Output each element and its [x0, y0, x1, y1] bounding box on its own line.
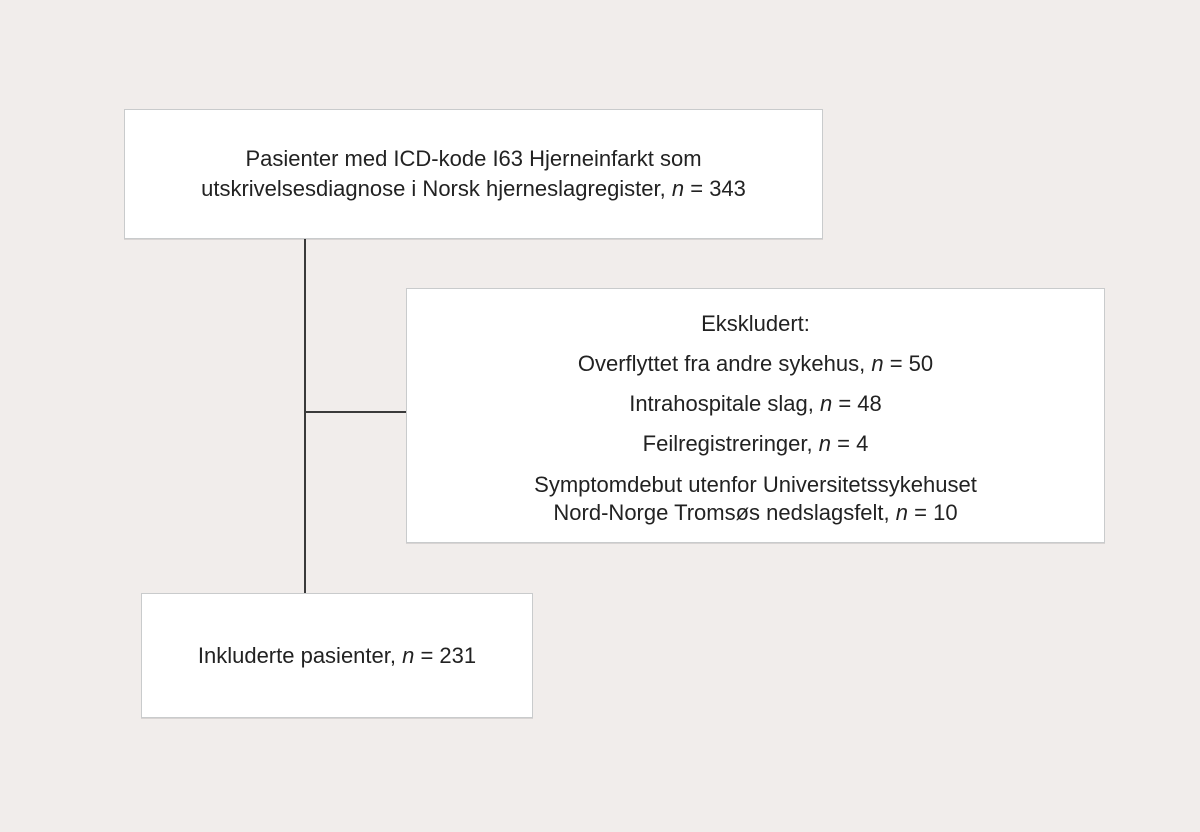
- n-symbol: n: [871, 351, 884, 376]
- n-count: = 50: [883, 351, 934, 376]
- n-symbol: n: [818, 431, 831, 456]
- excluded-item-intrahospital: Intrahospitale slag, n = 48: [407, 389, 1104, 419]
- excluded-item-misregistrations: Feilregistreringer, n = 4: [407, 429, 1104, 459]
- excluded-item-line1: Symptomdebut utenfor Universitetssykehus…: [534, 472, 977, 497]
- n-count: = 231: [414, 642, 477, 668]
- excluded-item-text: Nord-Norge Tromsøs nedslagsfelt,: [553, 500, 896, 525]
- excluded-heading: Ekskludert:: [701, 311, 810, 336]
- n-symbol: n: [402, 642, 415, 668]
- included-patients-line: Inkluderte pasienter, n = 231: [198, 641, 476, 671]
- source-population-line2-text: utskrivelsesdiagnose i Norsk hjerneslagr…: [201, 176, 672, 201]
- connector-vertical-line: [304, 239, 306, 593]
- excluded-item-text: Feilregistreringer,: [642, 431, 819, 456]
- source-population-box: Pasienter med ICD-kode I63 Hjerneinfarkt…: [124, 109, 823, 239]
- excluded-item-line2: Nord-Norge Tromsøs nedslagsfelt, n = 10: [407, 499, 1104, 527]
- excluded-item-text: Intrahospitale slag,: [629, 391, 820, 416]
- connector-horizontal-line: [304, 411, 406, 413]
- excluded-box: Ekskludert: Overflyttet fra andre sykehu…: [406, 288, 1105, 543]
- n-count: = 10: [908, 500, 958, 525]
- n-count: = 4: [831, 431, 869, 456]
- n-symbol: n: [895, 500, 909, 525]
- source-population-line2: utskrivelsesdiagnose i Norsk hjerneslagr…: [125, 174, 822, 204]
- included-patients-text: Inkluderte pasienter,: [197, 642, 403, 668]
- source-population-line1: Pasienter med ICD-kode I63 Hjerneinfarkt…: [245, 146, 702, 171]
- excluded-item-transferred: Overflyttet fra andre sykehus, n = 50: [407, 349, 1104, 379]
- n-count: = 343: [684, 176, 746, 201]
- n-symbol: n: [671, 176, 685, 201]
- n-symbol: n: [819, 391, 833, 416]
- excluded-item-text: Overflyttet fra andre sykehus,: [577, 351, 872, 376]
- included-patients-box: Inkluderte pasienter, n = 231: [141, 593, 533, 718]
- excluded-item-symptom-onset: Symptomdebut utenfor Universitetssykehus…: [407, 469, 1104, 527]
- n-count: = 48: [832, 391, 882, 416]
